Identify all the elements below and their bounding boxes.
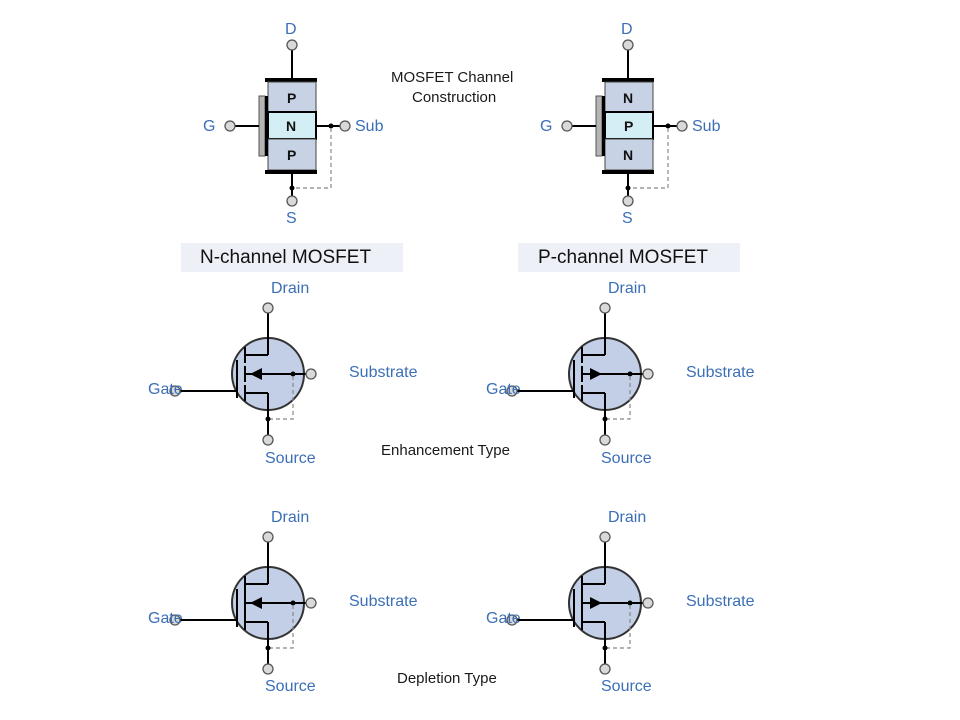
drain-terminal xyxy=(622,39,634,51)
substrate-terminal xyxy=(339,120,351,132)
substrate-terminal xyxy=(676,120,688,132)
layer-mid: P xyxy=(624,118,633,134)
drain-terminal xyxy=(286,39,298,51)
layer-top: N xyxy=(623,90,633,106)
source-terminal xyxy=(286,195,298,207)
source-label: Source xyxy=(265,678,316,695)
gate-terminal xyxy=(561,120,573,132)
drain-label: D xyxy=(285,21,297,38)
drain-label: Drain xyxy=(608,280,646,297)
substrate-label: Substrate xyxy=(686,593,755,610)
construction-title-line2: Construction xyxy=(412,89,496,106)
p-channel-construction: D N P N G Sub S xyxy=(540,21,721,227)
layer-top: P xyxy=(287,90,296,106)
n-channel-construction: D P N P G Sub S xyxy=(203,21,384,227)
n-channel-header-box xyxy=(181,243,403,272)
p-depletion-symbol xyxy=(506,531,654,675)
substrate-label: Substrate xyxy=(349,364,418,381)
substrate-label: Sub xyxy=(692,118,721,135)
depletion-type-label: Depletion Type xyxy=(397,670,497,687)
n-depletion-symbol xyxy=(169,531,317,675)
n-channel-header: N-channel MOSFET xyxy=(200,247,371,268)
p-channel-header-box xyxy=(518,243,740,272)
enhancement-type-label: Enhancement Type xyxy=(381,442,510,459)
source-label: Source xyxy=(265,450,316,467)
source-label: S xyxy=(286,210,297,227)
source-label: S xyxy=(622,210,633,227)
drain-label: Drain xyxy=(271,280,309,297)
gate-label: Gate xyxy=(486,610,521,627)
p-channel-header: P-channel MOSFET xyxy=(538,247,708,268)
source-label: Source xyxy=(601,678,652,695)
gate-label: Gate xyxy=(148,610,183,627)
source-label: Source xyxy=(601,450,652,467)
gate-plate xyxy=(595,95,603,157)
gate-label: Gate xyxy=(486,381,521,398)
source-terminal xyxy=(622,195,634,207)
drain-label: D xyxy=(621,21,633,38)
substrate-label: Sub xyxy=(355,118,384,135)
gate-label: G xyxy=(203,118,215,135)
gate-label: Gate xyxy=(148,381,183,398)
drain-label: Drain xyxy=(608,509,646,526)
layer-mid: N xyxy=(286,118,296,134)
drain-label: Drain xyxy=(271,509,309,526)
n-enhancement-symbol xyxy=(169,302,317,446)
gate-plate xyxy=(258,95,266,157)
gate-label: G xyxy=(540,118,552,135)
substrate-label: Substrate xyxy=(349,593,418,610)
layer-bottom: P xyxy=(287,147,296,163)
gate-terminal xyxy=(224,120,236,132)
layer-bottom: N xyxy=(623,147,633,163)
p-enhancement-symbol xyxy=(506,302,654,446)
substrate-label: Substrate xyxy=(686,364,755,381)
construction-title-line1: MOSFET Channel xyxy=(391,69,513,86)
